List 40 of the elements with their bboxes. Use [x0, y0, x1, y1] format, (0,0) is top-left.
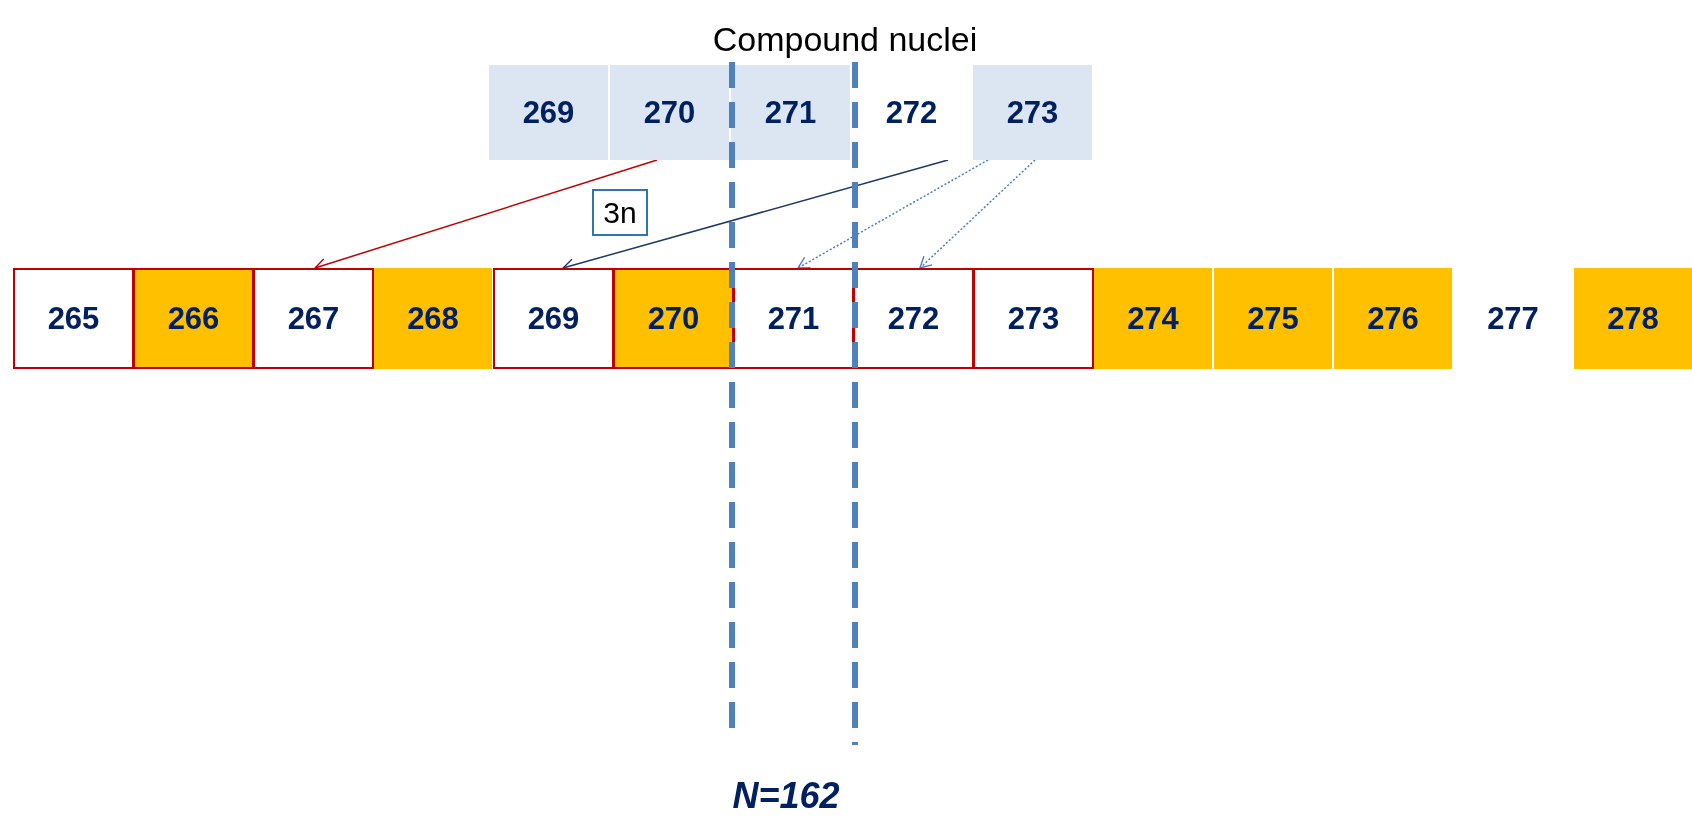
- mass-number: 269: [522, 94, 575, 131]
- nucleus-cell: [489, 65, 608, 160]
- mass-number: 269: [527, 300, 580, 337]
- mass-number: 266: [167, 300, 220, 337]
- nucleus-cell: [253, 268, 374, 369]
- mass-number: 271: [767, 300, 820, 337]
- mass-number: 274: [1127, 300, 1179, 337]
- nucleus-cell: [853, 268, 974, 369]
- nucleus-cell: [613, 268, 734, 369]
- mass-number: 267: [287, 300, 340, 337]
- nucleus-cell: [1214, 268, 1332, 369]
- nucleus-cell: [973, 268, 1094, 369]
- label-box: [592, 189, 648, 236]
- nucleus-cell: [610, 65, 729, 160]
- mass-number: 278: [1607, 300, 1659, 337]
- nucleus-cell: [374, 268, 492, 369]
- reaction-label: 3n: [603, 195, 637, 230]
- nucleus-cell: [731, 65, 850, 160]
- mass-number: 270: [643, 94, 696, 131]
- nucleus-cell: [1574, 268, 1692, 369]
- mass-number: 276: [1367, 300, 1419, 337]
- nucleus-cell: [973, 65, 1092, 160]
- axis-value-label: N=162: [732, 775, 840, 817]
- mass-number: 268: [407, 300, 459, 337]
- nucleus-cell: [733, 268, 854, 369]
- mass-number: 272: [885, 94, 938, 131]
- mass-number: 270: [647, 300, 700, 337]
- nucleus-cell: [493, 268, 614, 369]
- mass-number: 275: [1247, 300, 1299, 337]
- nucleus-cell: [13, 268, 134, 369]
- mass-number: 273: [1006, 94, 1059, 131]
- mass-number: 271: [764, 94, 817, 131]
- mass-number: 277: [1487, 300, 1539, 337]
- mass-number: 273: [1007, 300, 1060, 337]
- mass-number: 272: [887, 300, 940, 337]
- nucleus-cell: [133, 268, 254, 369]
- mass-number: 265: [47, 300, 100, 337]
- heading: Compound nuclei: [712, 20, 978, 59]
- nucleus-cell: [1334, 268, 1452, 369]
- nucleus-cell: [1094, 268, 1212, 369]
